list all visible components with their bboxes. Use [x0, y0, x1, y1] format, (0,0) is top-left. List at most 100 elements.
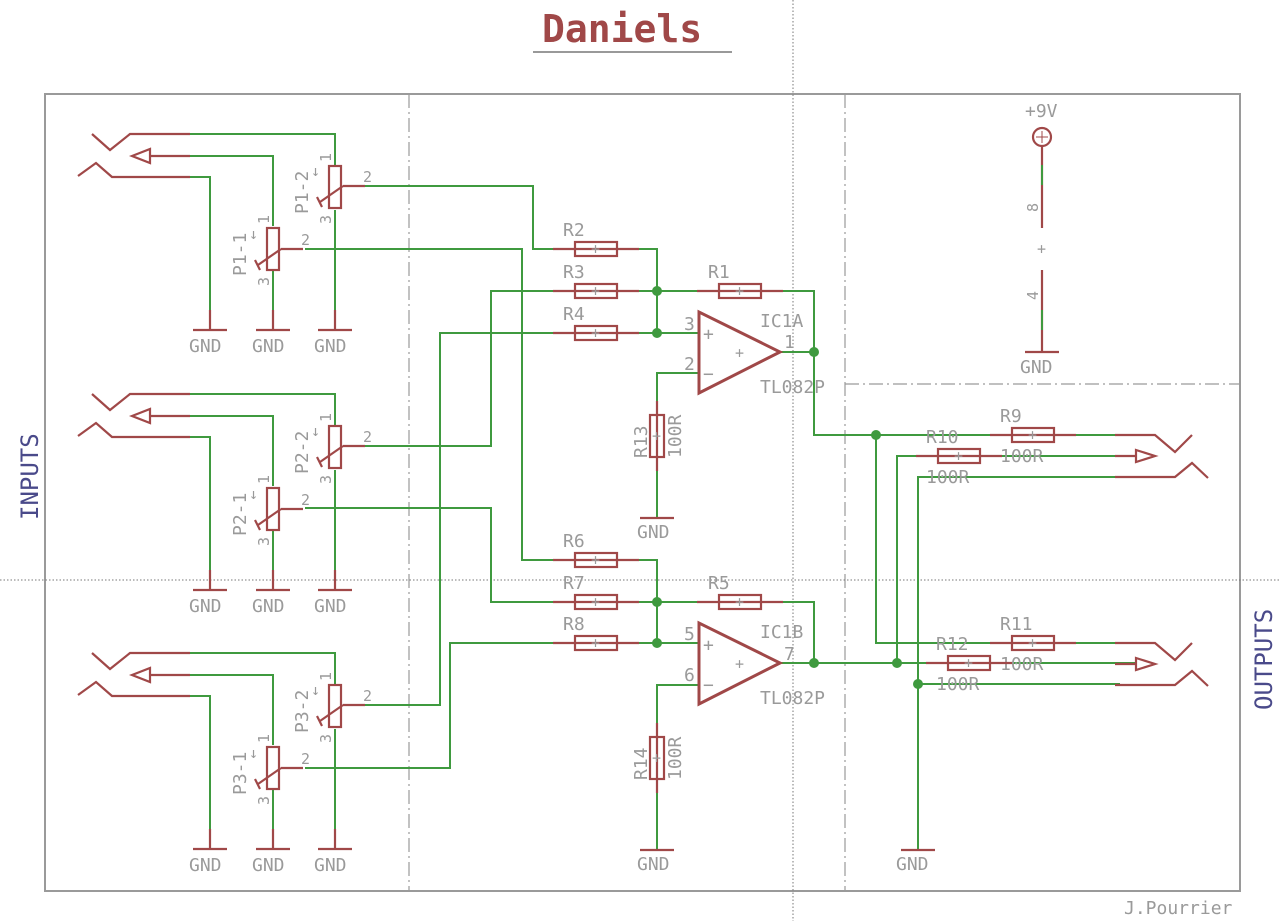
resistor-r5[interactable]: +R5 — [697, 573, 783, 611]
svg-text:+: + — [735, 655, 744, 673]
opamp-name: IC1A — [760, 311, 804, 332]
svg-text:2: 2 — [363, 428, 372, 446]
svg-text:+: + — [591, 240, 600, 258]
svg-text:1: 1 — [317, 413, 335, 422]
output-jack[interactable] — [1115, 641, 1209, 687]
resistor-value: 100R — [926, 467, 970, 488]
resistor-r1[interactable]: +R1 — [697, 262, 783, 300]
svg-text:GND: GND — [252, 596, 285, 617]
gnd-symbol: GND — [637, 516, 674, 543]
resistor-value: 100R — [936, 674, 980, 695]
svg-text:−: − — [703, 675, 714, 696]
svg-text:GND: GND — [896, 854, 929, 875]
resistor-r6[interactable]: +R6 — [553, 531, 639, 569]
author-label: J.Pourrier — [1124, 898, 1233, 919]
svg-text:2: 2 — [301, 231, 310, 249]
svg-text:+: + — [591, 634, 600, 652]
svg-text:+: + — [652, 749, 661, 767]
resistor-value: 100R — [665, 414, 686, 458]
resistor-label: R12 — [936, 634, 969, 655]
power-section: +9V 8 + 4 GND — [1020, 101, 1059, 378]
resistor-label: R11 — [1000, 614, 1033, 635]
svg-text:1: 1 — [255, 475, 273, 484]
svg-text:2: 2 — [301, 750, 310, 768]
gnd-symbol: GND — [189, 570, 227, 617]
resistor-label: R14 — [631, 747, 652, 780]
opamp-ic1a[interactable]: + − + 3 2 1 IC1A TL082P — [684, 309, 825, 398]
gnd-symbol: GND — [637, 848, 674, 875]
gnd-symbol: GND — [896, 848, 935, 875]
outputs-label: OUTPUTS — [1250, 609, 1278, 710]
gnd-symbol: GND — [314, 829, 352, 876]
svg-text:3: 3 — [317, 475, 335, 484]
resistor-r3[interactable]: +R3 — [553, 262, 639, 300]
svg-text:GND: GND — [314, 336, 347, 357]
gnd-symbol: GND — [314, 570, 352, 617]
input-jack[interactable] — [77, 651, 190, 698]
svg-text:2: 2 — [301, 491, 310, 509]
resistor-r4[interactable]: +R4 — [553, 304, 639, 342]
resistor-label: R1 — [708, 262, 730, 283]
pin-label: 5 — [684, 624, 695, 645]
svg-text:+: + — [703, 324, 714, 345]
input-jack[interactable] — [77, 132, 190, 179]
svg-text:−: − — [703, 364, 714, 385]
svg-text:GND: GND — [637, 854, 670, 875]
resistor-label: R8 — [563, 614, 585, 635]
resistor-r2[interactable]: + R2 — [553, 220, 639, 258]
adjust-arrow-icon: ↓ — [249, 485, 258, 503]
svg-text:+: + — [591, 593, 600, 611]
adjust-arrow-icon: ↓ — [249, 744, 258, 762]
svg-text:1: 1 — [255, 215, 273, 224]
output-jack[interactable] — [1115, 433, 1209, 479]
output-jacks — [1115, 433, 1209, 687]
adjust-arrow-icon: ↓ — [311, 422, 320, 440]
svg-text:+: + — [735, 344, 744, 362]
resistor-r7[interactable]: +R7 — [553, 573, 639, 611]
svg-text:8: 8 — [1024, 203, 1042, 212]
opamp-name: IC1B — [760, 622, 803, 643]
svg-text:2: 2 — [363, 168, 372, 186]
svg-text:+: + — [1028, 426, 1037, 444]
gnd-symbol: GND — [252, 829, 290, 876]
gnd-symbol: GND — [189, 829, 227, 876]
inputs-label: INPUTS — [16, 433, 44, 520]
gnd-symbol: GND — [314, 310, 352, 357]
svg-text:GND: GND — [314, 596, 347, 617]
svg-text:GND: GND — [252, 855, 285, 876]
svg-text:3: 3 — [255, 796, 273, 805]
resistors: +R2+R3+R4+R1+R6+R7+R8+R5+R9100R+R10100R+… — [553, 220, 1076, 793]
resistor-label: R9 — [1000, 406, 1022, 427]
pin-label: 2 — [684, 354, 695, 375]
svg-text:3: 3 — [317, 734, 335, 743]
input-jack[interactable] — [77, 392, 190, 439]
opamp-ic1b[interactable]: + − + 5 6 7 IC1B TL082P — [684, 620, 825, 709]
adjust-arrow-icon: ↓ — [311, 162, 320, 180]
resistor-label: R2 — [563, 220, 585, 241]
svg-text:3: 3 — [255, 537, 273, 546]
svg-text:3: 3 — [317, 215, 335, 224]
svg-text:+: + — [954, 447, 963, 465]
pot-label: P1-1 — [230, 233, 251, 276]
resistor-label: R6 — [563, 531, 585, 552]
svg-text:GND: GND — [189, 336, 222, 357]
resistor-r8[interactable]: + R8 — [553, 614, 639, 652]
gnd-symbol: GND — [189, 310, 227, 357]
resistor-label: R5 — [708, 573, 730, 594]
